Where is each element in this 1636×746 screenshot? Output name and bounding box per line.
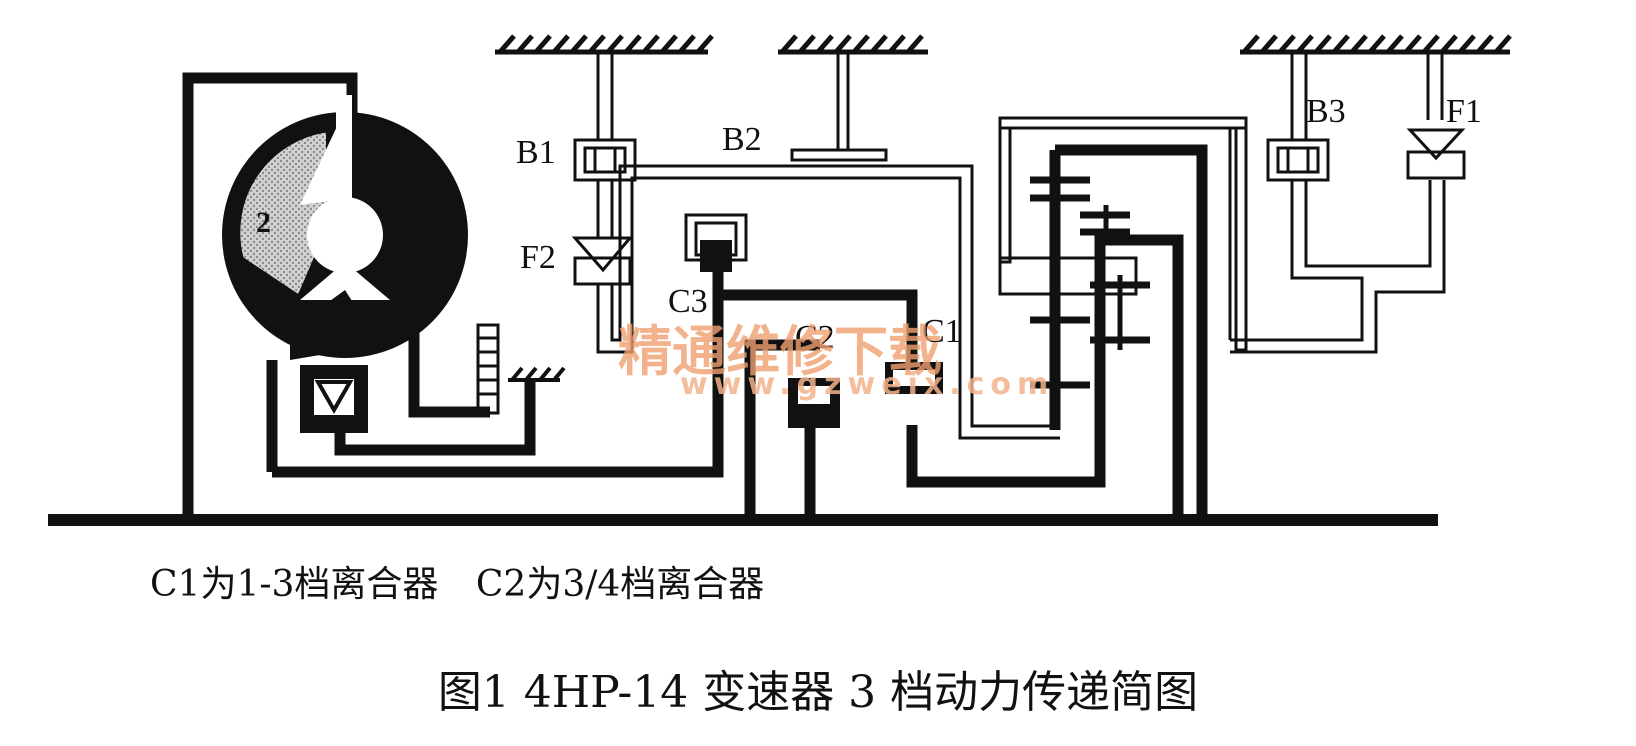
label-f2: F2 <box>520 239 556 276</box>
label-num2: 2 <box>256 206 271 239</box>
ground-hatch-middle <box>778 34 928 55</box>
ground-hatch-left <box>495 34 714 55</box>
label-f1: F1 <box>1446 93 1482 130</box>
planet-pinions <box>1030 176 1150 389</box>
c1-clutch <box>885 362 943 394</box>
damper-ladder <box>476 323 500 415</box>
power-path <box>722 144 1208 520</box>
pinion-shafts <box>1103 205 1123 350</box>
converter-links <box>334 300 536 456</box>
label-b3: B3 <box>1306 93 1346 130</box>
ground-hatch-right <box>1240 34 1512 55</box>
clutch-notes: C1为1-3档离合器 C2为3/4档离合器 <box>150 555 790 607</box>
b2-brake <box>790 52 888 162</box>
label-c1: C1 <box>922 313 962 350</box>
torque-converter <box>222 95 468 433</box>
watermark-text: 精通维修下载 <box>618 320 942 383</box>
label-b2: B2 <box>722 121 762 158</box>
c3-clutch <box>684 213 748 272</box>
note-c2: C2为3/4档离合器 <box>475 564 765 605</box>
c2-clutch <box>788 378 840 428</box>
watermark-url: www.gzweix.com <box>680 367 1054 402</box>
ground-hatch-small <box>508 366 566 382</box>
b3-f1-assembly <box>998 52 1466 354</box>
note-c1: C1为1-3档离合器 <box>150 564 439 605</box>
label-c3: C3 <box>668 283 708 320</box>
label-c2: C2 <box>795 319 835 356</box>
b1-f2-column <box>571 52 1060 440</box>
main-shaft <box>48 514 1438 526</box>
label-b1: B1 <box>516 134 556 171</box>
figure-caption: 图1 4HP-14 变速器 3 档动力传递简图 <box>437 667 1199 718</box>
